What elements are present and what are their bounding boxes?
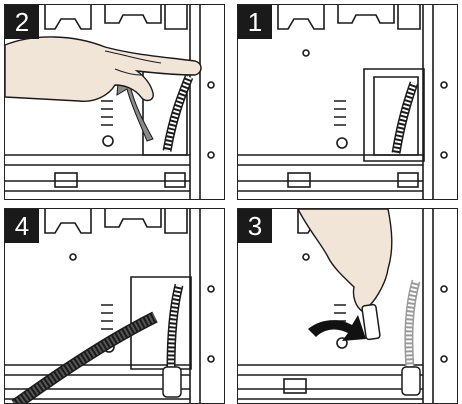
step-number-badge: 3 bbox=[238, 209, 272, 243]
screw-icon bbox=[303, 254, 309, 260]
step-panel-2: 2 bbox=[4, 4, 225, 200]
step-panel-4: 4 bbox=[4, 208, 225, 404]
hand-icon bbox=[298, 209, 392, 311]
black-arrow-icon bbox=[308, 315, 366, 341]
screw-icon bbox=[303, 50, 309, 56]
step-panel-3: 3 bbox=[237, 208, 458, 404]
step-number-badge: 2 bbox=[5, 5, 39, 39]
top-bracket bbox=[45, 5, 91, 29]
step-panel-1: 1 bbox=[237, 4, 458, 200]
hose-cap-icon bbox=[362, 304, 381, 340]
step-number-badge: 4 bbox=[5, 209, 39, 243]
step-number-badge: 1 bbox=[238, 5, 272, 39]
screw-icon bbox=[70, 254, 76, 260]
hand-icon bbox=[5, 37, 201, 101]
